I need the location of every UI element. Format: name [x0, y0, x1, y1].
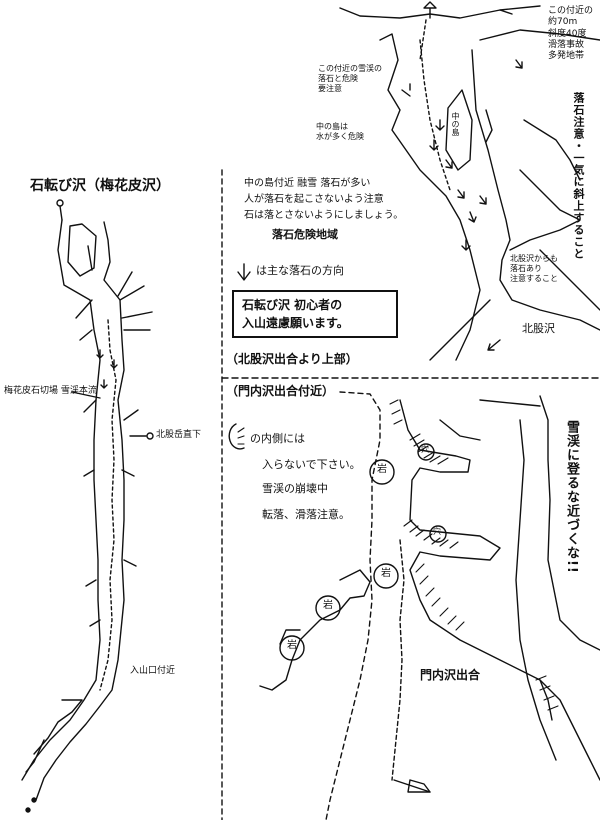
naka-no-shima-label: 中の島 [451, 112, 460, 136]
warning-line-1: 石転び沢 初心者の [242, 298, 343, 312]
keep-out-note-2: 入らないで下さい。 [262, 458, 361, 471]
keep-out-note-4: 転落、滑落注意。 [262, 508, 350, 521]
note-c: この付近の 約70m 斜度40度 滑落事故 多発地帯 [548, 6, 593, 62]
rockfall-vertical-note: 落石注意・一気に斜上すること [572, 92, 585, 260]
valley-title: 石転び沢（梅花皮沢） [30, 178, 170, 194]
note-d-line: 落石あり [510, 264, 542, 273]
rock-label: 岩 [381, 568, 391, 579]
rock-label: 岩 [287, 640, 297, 651]
outflow-label: 門内沢出合 [420, 668, 481, 682]
hole-label: 穴 [433, 527, 441, 536]
caution-note-1: 中の島付近 融雪 落石が多い [244, 178, 371, 189]
note-d-line: 北股沢からも [510, 254, 558, 263]
note-c-line: 滑落事故 [548, 39, 585, 50]
note-d: 北股沢からも 落石あり 注意すること [510, 254, 558, 284]
note-c-line: 約70m [548, 17, 578, 28]
danger-zone-label: 落石危険地域 [272, 228, 338, 241]
rock-label: 岩 [323, 600, 333, 611]
keep-out-note-3: 雪渓の崩壊中 [262, 482, 328, 495]
note-a-line: 落石と危険 [318, 74, 358, 83]
note-b-line: 水が多く危険 [316, 132, 364, 141]
caution-note-2: 人が落石を起こさないよう注意 [244, 194, 384, 205]
callout-branch: 北股岳直下 [156, 430, 202, 440]
arrow-legend-text: は主な落石の方向 [256, 264, 344, 277]
note-a-line: この付近の雪渓の [318, 64, 382, 73]
callout-hut: 梅花皮石切場 雪渓本流 [4, 386, 97, 396]
snowfield-warning: 雪渓に登るな近づくな!! [564, 420, 579, 574]
note-a: この付近の雪渓の 落石と危険 要注意 [318, 64, 382, 94]
hole-label: 穴 [421, 445, 429, 454]
warning-line-2: 入山遠慮願います。 [242, 316, 349, 330]
beginner-warning-box: 石転び沢 初心者の 入山遠慮願います。 [232, 290, 398, 338]
caution-note-3: 石は落とさないようにしましょう。 [244, 210, 404, 221]
note-d-line: 注意すること [510, 274, 558, 283]
lower-section-title: （門内沢出合付近） [226, 384, 335, 398]
note-c-line: この付近の [548, 6, 594, 16]
note-b: 中の島は 水が多く危険 [316, 122, 364, 142]
keep-out-note-1: の内側には [250, 432, 305, 445]
note-b-line: 中の島は [316, 122, 348, 131]
upper-section-caption: （北股沢出合より上部） [226, 352, 358, 366]
rock-label: 岩 [377, 464, 387, 475]
note-a-line: 要注意 [318, 84, 342, 93]
note-c-line: 多発地帯 [548, 51, 585, 61]
callout-entrance: 入山口付近 [130, 666, 176, 676]
note-c-line: 斜度40度 [548, 28, 587, 39]
kitamata-label: 北股沢 [522, 322, 555, 335]
